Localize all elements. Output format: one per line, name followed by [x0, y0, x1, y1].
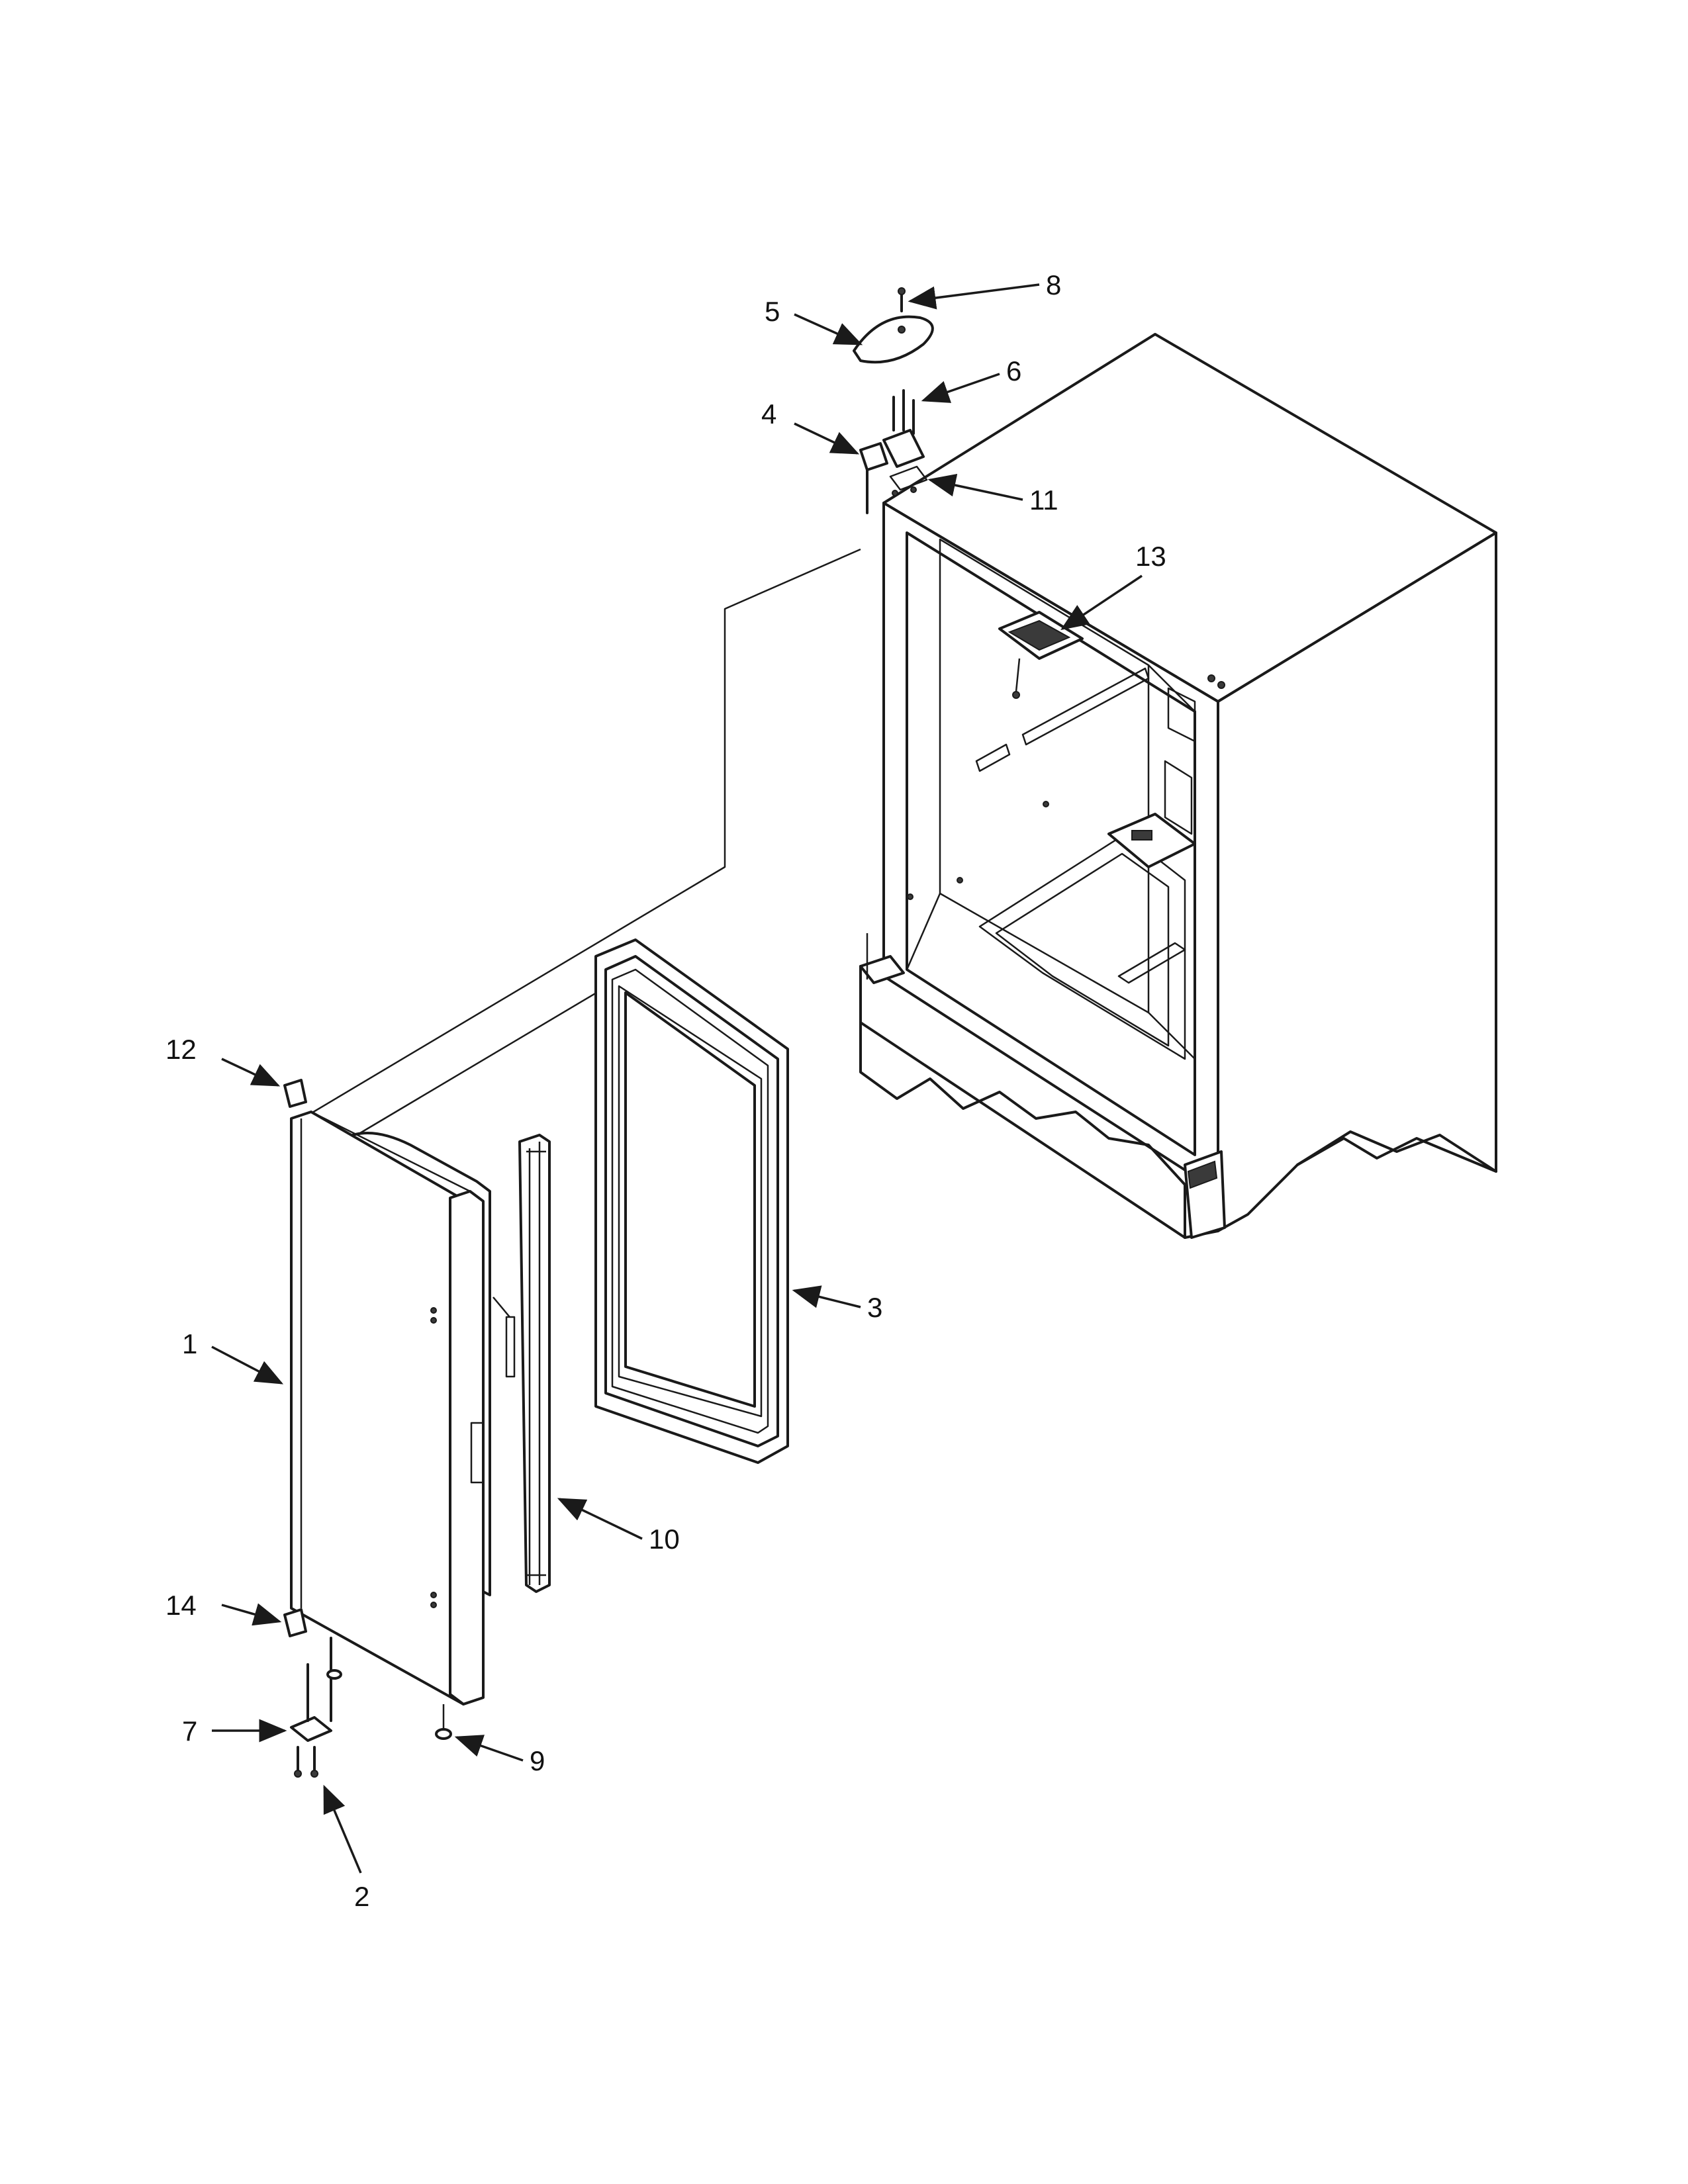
refrigerator-cabinet	[859, 333, 1497, 1239]
callout-3: 3	[867, 1292, 882, 1323]
callout-1: 1	[182, 1328, 197, 1359]
callout-2: 2	[354, 1881, 369, 1912]
callout-10: 10	[649, 1524, 680, 1555]
callout-5: 5	[765, 296, 780, 327]
callout-13: 13	[1135, 541, 1166, 572]
breaker-strip	[518, 1134, 551, 1593]
callout-7: 7	[182, 1715, 197, 1747]
top-hinge-assembly	[853, 287, 934, 514]
callout-9: 9	[530, 1745, 545, 1776]
door-gasket	[594, 938, 789, 1464]
assembly-guide-lines	[291, 548, 861, 1160]
refrigerator-door	[283, 1079, 516, 1778]
callout-6: 6	[1006, 355, 1021, 387]
callout-14: 14	[165, 1590, 197, 1621]
callout-12: 12	[165, 1034, 197, 1065]
callout-8: 8	[1046, 269, 1061, 300]
callout-4: 4	[761, 398, 776, 430]
callout-labels: 1 2 3 4 5 6 7 8 9 10 11 13 12	[165, 269, 1166, 1912]
callout-11: 11	[1029, 484, 1058, 516]
